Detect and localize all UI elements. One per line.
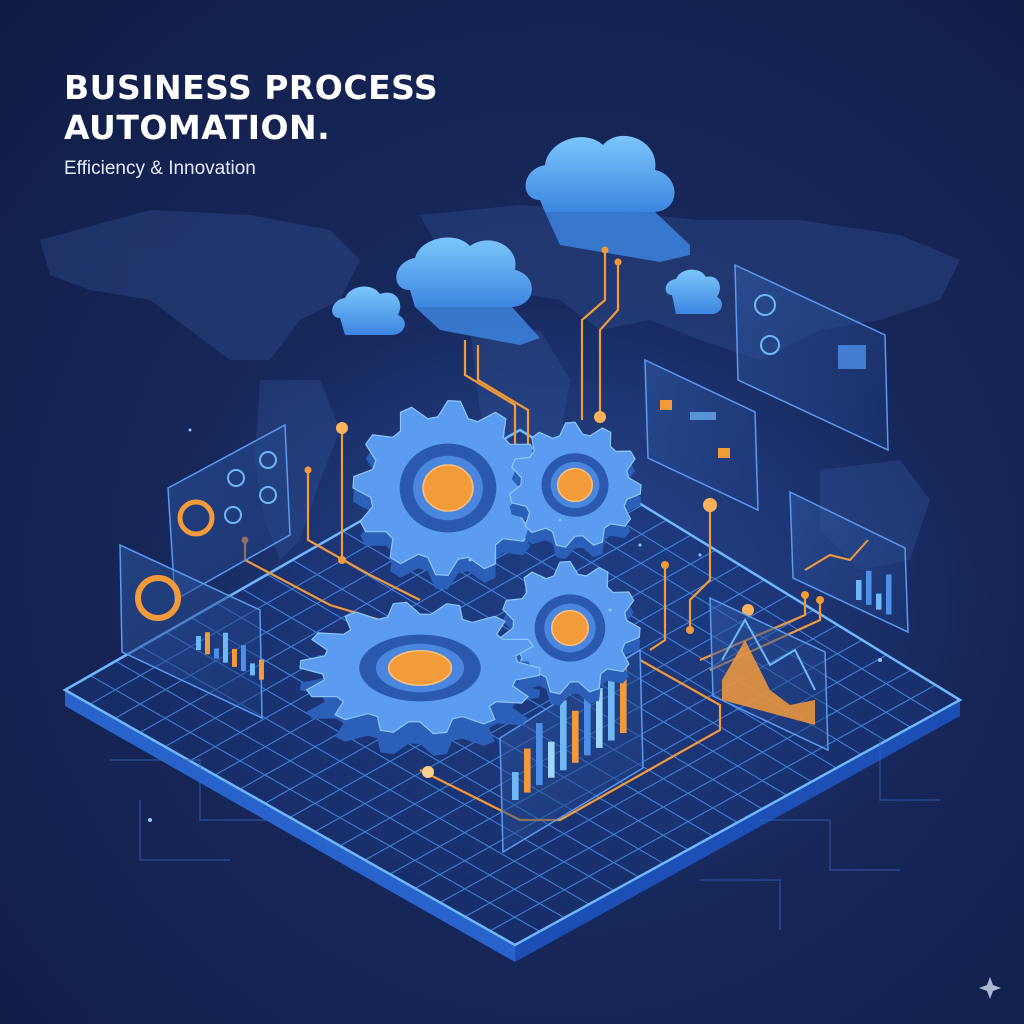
headline-line-2: AUTOMATION. xyxy=(64,108,331,147)
gear-icon xyxy=(500,560,641,706)
dashboard-panel-left-top xyxy=(167,423,291,602)
sparkle-icon xyxy=(979,977,1001,999)
dashboard-panel-area-chart xyxy=(709,596,829,752)
circuit-traces xyxy=(110,740,940,930)
cloud-icon xyxy=(332,286,405,335)
headline-block: BUSINESS PROCESS AUTOMATION. Efficiency … xyxy=(64,68,438,180)
dashboard-panel-left-bottom xyxy=(119,543,264,720)
dashboard-panel-right-mid xyxy=(644,358,759,512)
cloud-icon xyxy=(665,269,723,314)
dashboard-panel-right-chart xyxy=(789,490,909,634)
dashboard-panel-bar-chart xyxy=(499,648,644,854)
headline-line-1: BUSINESS PROCESS xyxy=(64,68,439,107)
star-particles xyxy=(148,428,882,822)
gear-icon xyxy=(299,601,541,756)
gear-icon xyxy=(509,421,642,560)
tagline: Efficiency & Innovation xyxy=(64,158,256,179)
cloud-icon xyxy=(525,135,690,262)
dashboard-panel-right-top xyxy=(734,263,889,452)
gear-cluster xyxy=(299,399,642,756)
gear-icon xyxy=(352,399,544,590)
cloud-icon xyxy=(396,237,540,345)
